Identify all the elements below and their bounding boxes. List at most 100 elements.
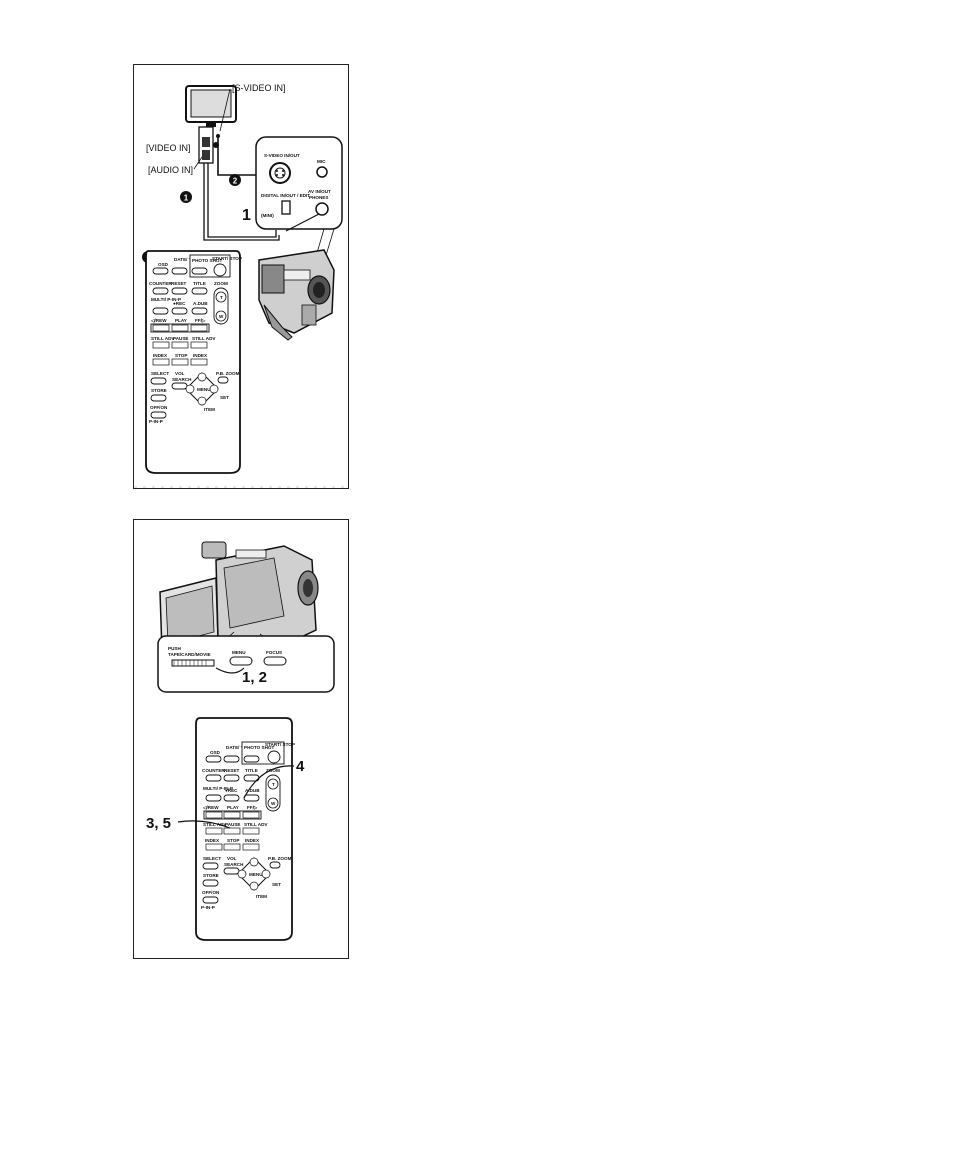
- store-button[interactable]: [150, 394, 167, 402]
- pb-zoom-button[interactable]: [217, 376, 229, 384]
- r2-counter-button[interactable]: [205, 774, 222, 782]
- mic-jack: [316, 166, 328, 178]
- mode-switch[interactable]: [171, 659, 215, 667]
- btn-play-label: PLAY: [175, 318, 187, 323]
- btn-stilladv-r-label: STILL ADV: [192, 336, 216, 341]
- btn-menu-label: MENU: [197, 387, 211, 392]
- r2-start-stop-button[interactable]: [267, 750, 281, 764]
- diagram-panel-connections: [S-VIDEO IN] [VIDEO IN] [AUDIO IN] 1 2 3…: [133, 64, 350, 489]
- r2-rec-label: ●REC: [225, 788, 238, 793]
- r2-index-right-button[interactable]: [242, 843, 260, 851]
- rew-button[interactable]: [152, 324, 170, 332]
- r2-startstop-label: START/ STOP: [265, 742, 295, 747]
- mode-switch-label: TAPE/CARD/MOVIE: [168, 652, 211, 657]
- off-on-button[interactable]: [150, 411, 167, 419]
- btn-pinp-label: P-IN-P: [149, 419, 163, 424]
- r2-pb-zoom-button[interactable]: [269, 861, 281, 869]
- btn-multi-label: MULTI/ P-IN-P: [151, 297, 181, 302]
- r2-search-label: SEARCH: [224, 862, 244, 867]
- svideo-in-label: [S-VIDEO IN]: [232, 83, 286, 93]
- connection-diagram: [S-VIDEO IN] [VIDEO IN] [AUDIO IN] 1 2 3…: [134, 83, 350, 488]
- index-left-button[interactable]: [152, 358, 170, 366]
- title-button[interactable]: [191, 287, 208, 295]
- camcorder-open-lcd-icon: [159, 541, 319, 655]
- r2-stilladv-r-label: STILL ADV: [244, 822, 268, 827]
- r2-index-l-label: INDEX: [205, 838, 220, 843]
- camcorder-jack-panel: S-VIDEO IN/OUT MIC DIGITAL IN/OUT / EDIT…: [255, 136, 343, 276]
- r2-ff-button[interactable]: [242, 811, 260, 819]
- r2-store-button[interactable]: [202, 879, 219, 887]
- btn-rec-label: ●REC: [173, 301, 186, 306]
- btn-store-label: STORE: [151, 388, 167, 393]
- step-3-5-leader: [177, 820, 231, 829]
- vol-search-button[interactable]: [171, 382, 188, 390]
- select-button[interactable]: [150, 377, 167, 385]
- a-dub-button[interactable]: [191, 307, 208, 315]
- btn-index-r-label: INDEX: [193, 353, 208, 358]
- av-cable: [203, 163, 280, 241]
- r2-photo-shot-button[interactable]: [243, 755, 260, 763]
- marker-2-label: 2: [233, 177, 238, 186]
- r2-still-adv-left-button[interactable]: [205, 827, 223, 835]
- menu-button[interactable]: [229, 656, 253, 666]
- ff-button[interactable]: [190, 324, 208, 332]
- r2-adub-label: A.DUB: [245, 788, 260, 793]
- btn-index-l-label: INDEX: [153, 353, 168, 358]
- pause-button[interactable]: [171, 341, 189, 349]
- date-time-button[interactable]: [171, 267, 188, 275]
- r2-title-label: TITLE: [245, 768, 258, 773]
- photo-shot-button[interactable]: [191, 267, 208, 275]
- stop-button[interactable]: [171, 358, 189, 366]
- index-right-button[interactable]: [190, 358, 208, 366]
- still-adv-right-button[interactable]: [190, 341, 208, 349]
- btn-rew-label: ◁/REW: [150, 318, 167, 323]
- btn-datetime-label: DATE/ TIME: [174, 257, 200, 262]
- r2-counter-label: COUNTER: [202, 768, 225, 773]
- r2-rew-button[interactable]: [205, 811, 223, 819]
- r2-pause-button[interactable]: [223, 827, 241, 835]
- push-label: PUSH: [168, 646, 181, 651]
- r2-zoom-t-label: T: [272, 782, 275, 787]
- play-button[interactable]: [171, 324, 189, 332]
- r2-vol-search-button[interactable]: [223, 867, 240, 875]
- marker-1-icon: 1: [180, 191, 192, 203]
- r2-offon-label: OFF/ON: [202, 890, 220, 895]
- r2-reset-label: RESET: [224, 768, 240, 773]
- r2-a-dub-button[interactable]: [243, 794, 260, 802]
- start-stop-button[interactable]: [213, 263, 227, 277]
- step-3-5-label: 3, 5: [146, 815, 171, 832]
- osd-button[interactable]: [152, 267, 169, 275]
- r2-reset-button[interactable]: [223, 774, 240, 782]
- r2-off-on-button[interactable]: [202, 896, 219, 904]
- reset-button[interactable]: [171, 287, 188, 295]
- zoom-w-label: W: [219, 314, 224, 319]
- step-4-leader: [243, 765, 295, 799]
- r2-still-adv-right-button[interactable]: [242, 827, 260, 835]
- r2-pause-label: PAUSE: [225, 822, 241, 827]
- counter-button[interactable]: [152, 287, 169, 295]
- zoom-t-label: T: [220, 295, 223, 300]
- r2-play-button[interactable]: [223, 811, 241, 819]
- r2-date-time-button[interactable]: [223, 755, 240, 763]
- r2-index-left-button[interactable]: [205, 843, 223, 851]
- camcorder-icon: [258, 249, 335, 341]
- phones-label: PHONES: [309, 195, 328, 200]
- multi-button[interactable]: [152, 307, 169, 315]
- marker-2-icon: 2: [229, 174, 241, 186]
- btn-pause-label: PAUSE: [173, 336, 189, 341]
- focus-button[interactable]: [263, 656, 287, 666]
- r2-select-button[interactable]: [202, 862, 219, 870]
- r2-play-label: PLAY: [227, 805, 239, 810]
- r2-set-label: SET: [272, 882, 281, 887]
- still-adv-left-button[interactable]: [152, 341, 170, 349]
- rec-button[interactable]: [171, 307, 188, 315]
- r2-rec-button[interactable]: [223, 794, 240, 802]
- r2-osd-button[interactable]: [205, 755, 222, 763]
- btn-pbzoom-label: P.B. ZOOM: [216, 371, 240, 376]
- svideo-inout-label: S-VIDEO IN/OUT: [264, 153, 300, 158]
- marker-1-label: 1: [184, 194, 189, 203]
- r2-stilladv-l-label: STILL ADV: [203, 822, 227, 827]
- btn-reset-label: RESET: [171, 281, 187, 286]
- r2-multi-button[interactable]: [205, 794, 222, 802]
- r2-stop-button[interactable]: [223, 843, 241, 851]
